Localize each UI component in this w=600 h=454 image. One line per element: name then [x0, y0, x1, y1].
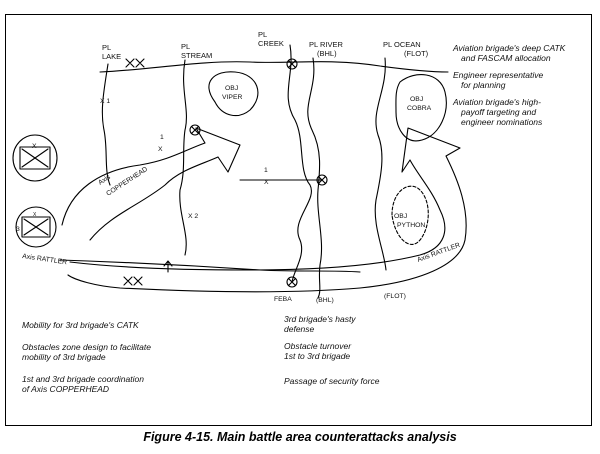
note-right-6: payoff targeting and [461, 107, 537, 117]
note-bottom-right-1: 3rd brigade's hasty [284, 314, 356, 324]
pl-stream-name: STREAM [181, 51, 212, 60]
phase-line-stream [179, 59, 187, 256]
pl-creek-pl: PL [258, 30, 267, 39]
map-frame [5, 14, 592, 426]
unit-x-label: X [32, 143, 37, 150]
pl-ocean-flot: (FLOT) [404, 49, 429, 58]
axis-copperhead-label-2: COPPERHEAD [105, 166, 149, 198]
note-right-4: for planning [461, 80, 506, 90]
note-bottom-left-5: of Axis COPPERHEAD [22, 384, 110, 394]
obj-python-label-1: OBJ [394, 213, 407, 220]
note-bottom-right-5: Passage of security force [284, 376, 380, 386]
route-1c-x: X [264, 179, 269, 186]
axis-copperhead [61, 127, 241, 241]
note-bottom-left-2: Obstacles zone design to facilitate [22, 342, 151, 352]
obj-cobra-label-2: COBRA [407, 105, 432, 112]
pl-ocean: PL OCEAN [383, 40, 421, 49]
figure-caption: Figure 4-15. Main battle area counteratt… [143, 430, 457, 444]
axis-rattler-label-left: Axis RATTLER [22, 253, 68, 266]
note-right-2: and FASCAM allocation [461, 53, 551, 63]
note-bottom-left-3: mobility of 3rd brigade [22, 352, 106, 362]
phase-line-lake [101, 63, 111, 186]
note-bottom-left-4: 1st and 3rd brigade coordination [22, 374, 144, 384]
unit-3-label: 3 [16, 226, 20, 233]
obj-viper-label-2: VIPER [222, 94, 242, 101]
pl-stream-pl: PL [181, 42, 190, 51]
unit-3-ring [15, 206, 57, 248]
bhl-bottom-label: (BHL) [316, 297, 334, 304]
phase-line-ocean [374, 57, 387, 271]
boundary-mark-top [125, 58, 145, 68]
note-bottom-right-2: defense [284, 324, 315, 334]
obstacle-symbols [189, 58, 328, 288]
top-boundary-line [99, 61, 449, 73]
obj-cobra-outline [395, 74, 447, 142]
route-2-label: X 2 [188, 213, 198, 220]
note-right-7: engineer nominations [461, 117, 543, 127]
obj-cobra-label-1: OBJ [410, 96, 423, 103]
obj-python-label-2: PYTHON [397, 222, 425, 229]
phase-line-labels: PL LAKE PL STREAM PL CREEK PL RIVER (BHL… [102, 30, 429, 61]
feba-label: FEBA [274, 296, 292, 303]
map-labels: OBJ VIPER OBJ COBRA OBJ PYTHON Axis COPP… [16, 85, 461, 304]
note-right-5: Aviation brigade's high- [453, 97, 541, 107]
pl-river: PL RIVER [309, 40, 343, 49]
pl-lake-name: LAKE [102, 52, 121, 61]
route-1a-label: X 1 [100, 98, 110, 105]
flot-bottom-label: (FLOT) [384, 293, 406, 300]
boundary-mark-bottom [123, 276, 143, 286]
obj-viper-outline [208, 71, 259, 117]
route-1b-x: X [158, 146, 163, 153]
phase-line-creek [287, 44, 312, 283]
note-bottom-right-4: 1st to 3rd brigade [284, 351, 351, 361]
note-bottom-right-3: Obstacle turnover [284, 341, 352, 351]
up-arrow [163, 260, 173, 273]
route-1c-num: 1 [264, 167, 268, 174]
note-bottom-left-1: Mobility for 3rd brigade's CATK [22, 320, 139, 330]
unit-3-x-label: X [33, 212, 37, 218]
obj-python-outline [391, 185, 429, 245]
note-right-3: Engineer representative [453, 70, 544, 80]
unit-brigade-ring [12, 134, 58, 182]
pl-lake-pl: PL [102, 43, 111, 52]
phase-line-river [307, 57, 323, 299]
pl-river-bhl: (BHL) [317, 49, 337, 58]
axis-rattler [67, 127, 467, 293]
obj-viper-label-1: OBJ [225, 85, 238, 92]
note-right-1: Aviation brigade's deep CATK [453, 43, 566, 53]
feba-trace [59, 259, 361, 273]
pl-creek-name: CREEK [258, 39, 284, 48]
unit-brigade-cross [21, 148, 49, 168]
route-1b-num: 1 [160, 134, 164, 141]
